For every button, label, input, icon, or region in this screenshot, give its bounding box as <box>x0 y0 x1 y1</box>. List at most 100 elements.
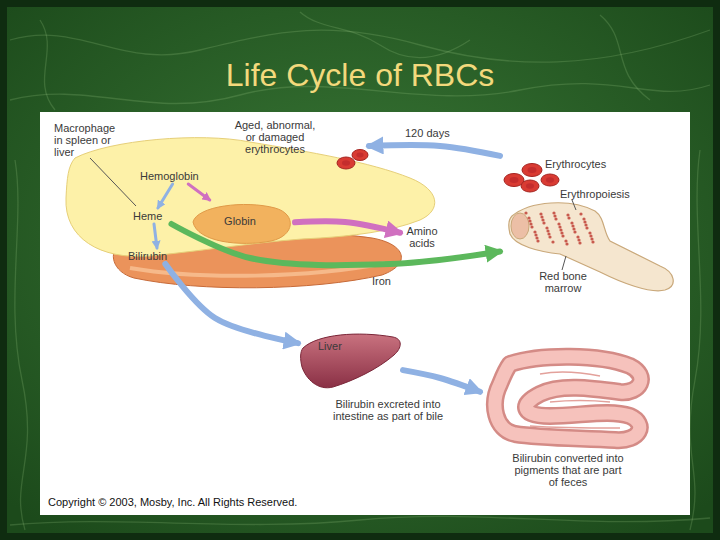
red-blood-cell <box>541 174 559 186</box>
bone-outline <box>509 203 674 291</box>
cell-center <box>510 177 519 183</box>
flow-arrow <box>158 184 173 208</box>
marrow-dot <box>584 223 587 226</box>
flow-arrow <box>154 224 157 248</box>
node-label: Erythropoiesis <box>560 188 660 200</box>
cell-center <box>526 183 534 188</box>
marrow-dot <box>588 231 591 234</box>
marrow-cut <box>511 213 529 239</box>
marrow-dot <box>579 212 582 215</box>
marrow-dot <box>590 237 593 240</box>
flow-arrow <box>165 264 298 343</box>
marrow-dot <box>591 240 594 243</box>
marrow-dot <box>576 235 579 238</box>
marrow-dot <box>542 221 545 224</box>
erythrocytes: Erythrocytes <box>500 140 640 195</box>
flow-arrow <box>369 145 500 156</box>
aged-erythrocytes: Aged, abnormal, or damaged erythrocytes <box>232 117 369 175</box>
marrow-dot <box>583 220 586 223</box>
globin-blob: Globin <box>185 200 295 245</box>
cell-center <box>546 177 554 182</box>
liver-outline <box>301 334 401 388</box>
cell-center <box>528 167 537 173</box>
marrow-dot <box>571 224 574 227</box>
slide-title: Life Cycle of RBCs <box>0 55 720 95</box>
node-label: Bilirubin converted into pigments that a… <box>512 452 624 488</box>
marrow-dot <box>589 234 592 237</box>
marrow-dot <box>572 227 575 230</box>
marble-vein <box>40 20 55 110</box>
membrane-highlight <box>130 263 385 276</box>
marrow-dot <box>530 225 533 228</box>
intestine-loop <box>495 357 641 440</box>
white-panel <box>40 112 690 515</box>
marrow-dot <box>527 216 530 219</box>
cell-center <box>356 153 363 158</box>
marrow-dot <box>528 219 531 222</box>
marrow-dot <box>539 212 542 215</box>
cell-center <box>342 160 350 165</box>
marrow-dot <box>545 226 548 229</box>
bone-marrow-outline <box>500 186 685 296</box>
intestine-fold <box>530 372 620 428</box>
molecule-label: Hemoglobin <box>140 168 215 184</box>
intestine-organ: Bilirubin converted into pigments that a… <box>480 352 655 492</box>
marrow-dot <box>565 242 568 245</box>
node-label: Globin <box>210 215 270 227</box>
marrow-dot <box>529 222 532 225</box>
node-label: Aged, abnormal, or damaged erythrocytes <box>232 119 318 155</box>
marble-vein <box>15 160 28 530</box>
marrow-dot <box>535 236 538 239</box>
marrow-dot <box>570 221 573 224</box>
node-label: Amino acids <box>400 225 444 249</box>
marrow-dot <box>585 226 588 229</box>
node-label: Heme <box>133 210 173 222</box>
marrow-dot <box>567 216 570 219</box>
marrow-dot <box>558 225 561 228</box>
marrow-dot <box>540 215 543 218</box>
marrow-dot <box>554 217 557 220</box>
marrow-dot <box>546 229 549 232</box>
red-blood-cell <box>521 180 539 192</box>
marrow-dot <box>533 230 536 233</box>
flow-arrow <box>188 184 210 200</box>
marrow-dot <box>578 241 581 244</box>
marrow-dot <box>561 234 564 237</box>
red-blood-cell <box>337 157 355 169</box>
marrow-dot <box>577 238 580 241</box>
marrow-dot <box>566 213 569 216</box>
marble-vein <box>10 516 710 525</box>
marrow-dot <box>534 233 537 236</box>
product-label: Amino acids <box>400 222 444 252</box>
red-blood-cell <box>522 164 542 177</box>
flow-arrow <box>295 221 400 232</box>
leader-line <box>90 158 136 206</box>
macrophage-body <box>66 138 435 257</box>
bone-marrow: ErythropoiesisRed bone marrow <box>500 186 685 296</box>
spongy-bone <box>524 211 594 245</box>
molecule-label: Heme <box>133 208 173 224</box>
intestine-wall <box>495 357 641 440</box>
marrow-dot <box>582 217 585 220</box>
marrow-dot <box>573 230 576 233</box>
node-label: Hemoglobin <box>140 170 215 182</box>
marrow-dot <box>541 218 544 221</box>
node-label: Erythrocytes <box>545 158 640 170</box>
red-blood-cell <box>352 150 368 161</box>
node-label: Macrophage in spleen or liver <box>54 122 126 158</box>
edge-label: 120 days <box>405 127 467 139</box>
marble-vein <box>300 12 470 58</box>
flow-arrow <box>403 370 480 392</box>
marrow-dot <box>559 228 562 231</box>
edge-label: Iron <box>372 275 412 287</box>
flow-arrow <box>171 224 500 265</box>
node-label: Red bone marrow <box>532 270 594 294</box>
marble-vein <box>600 15 650 100</box>
globin-outline <box>193 204 290 243</box>
marrow-dot <box>548 235 551 238</box>
